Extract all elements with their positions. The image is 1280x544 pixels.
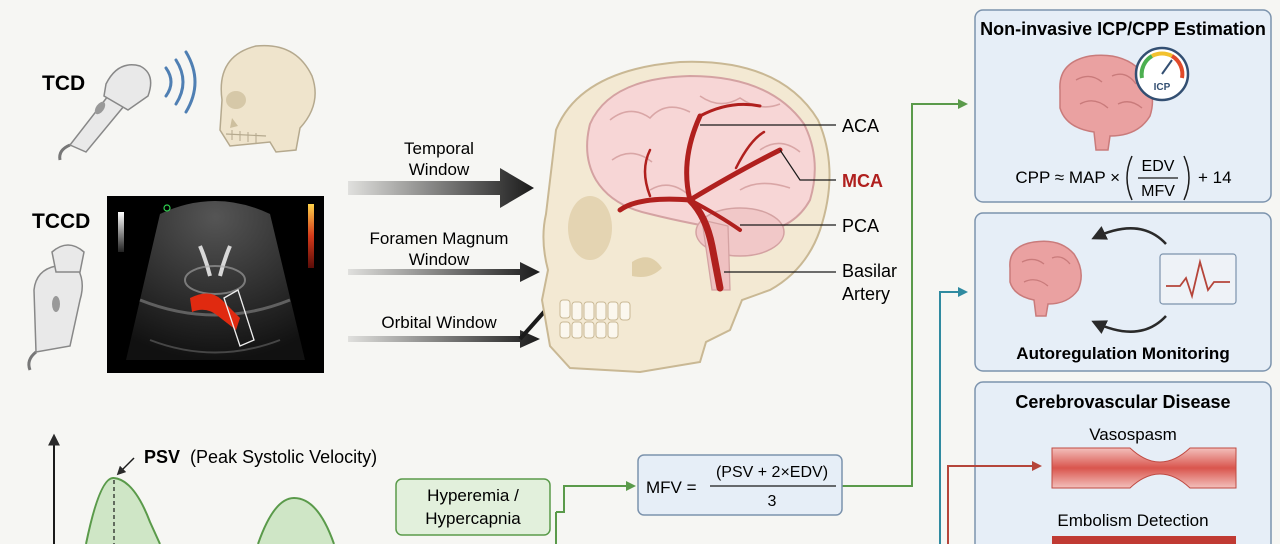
tcd-section: TCD bbox=[42, 44, 316, 161]
foramen-window-label-2: Window bbox=[409, 250, 470, 269]
icp-panel-title: Non-invasive ICP/CPP Estimation bbox=[980, 19, 1266, 39]
cpp-formula-right: + 14 bbox=[1198, 168, 1232, 187]
connectors bbox=[555, 99, 1042, 544]
panel-cerebrovascular: Cerebrovascular Disease Vasospasm Emboli… bbox=[974, 381, 1272, 544]
aca-path bbox=[684, 113, 703, 203]
autoregulation-panel-title: Autoregulation Monitoring bbox=[1016, 344, 1229, 363]
mfv-formula-numerator: (PSV + 2×EDV) bbox=[716, 464, 828, 481]
tccd-ultrasound-image bbox=[107, 196, 324, 373]
red-connector-to-vasospasm bbox=[947, 461, 1042, 544]
embolism-label: Embolism Detection bbox=[1057, 511, 1208, 530]
embolism-vessel bbox=[1052, 536, 1236, 544]
vasospasm-label: Vasospasm bbox=[1089, 425, 1177, 444]
psv-label: PSV (Peak Systolic Velocity) bbox=[144, 447, 377, 467]
temporal-window-label-1: Temporal bbox=[404, 139, 474, 158]
cycle-arrow-bottom bbox=[1091, 315, 1167, 334]
orbit-socket bbox=[568, 196, 612, 260]
basilar-label-2: Artery bbox=[842, 284, 890, 304]
cerebrovascular-panel-title: Cerebrovascular Disease bbox=[1015, 392, 1230, 412]
mfv-formula-denominator: 3 bbox=[768, 493, 777, 510]
mfv-formula-box: MFV = (PSV + 2×EDV) 3 bbox=[637, 454, 843, 516]
cycle-arrow-top bbox=[1091, 226, 1167, 245]
tccd-probe-icon bbox=[27, 244, 85, 371]
mca-path bbox=[687, 147, 783, 203]
waveform-peak-2 bbox=[257, 496, 335, 544]
psv-pointer-arrow bbox=[116, 457, 135, 476]
pca-label: PCA bbox=[842, 216, 879, 236]
cpp-formula-denominator: MFV bbox=[1141, 183, 1175, 200]
cpp-formula-left: CPP ≈ MAP × bbox=[1015, 168, 1120, 187]
vasospasm-vessel bbox=[1051, 447, 1237, 489]
icp-gauge-label: ICP bbox=[1154, 82, 1171, 93]
teal-connector-to-autoregulation bbox=[939, 287, 968, 544]
psv-abbr: PSV bbox=[144, 447, 180, 467]
green-connector-hyperemia-to-mfv bbox=[556, 481, 636, 513]
basilar-label-1: Basilar bbox=[842, 261, 897, 281]
mfv-formula-left: MFV = bbox=[646, 478, 697, 497]
psv-full: (Peak Systolic Velocity) bbox=[190, 447, 377, 467]
head-illustration: ACA MCA PCA Basilar Artery bbox=[540, 60, 897, 374]
brain-icon bbox=[1009, 240, 1082, 317]
hyperemia-label-1: Hyperemia / bbox=[427, 486, 519, 505]
teeth bbox=[559, 299, 631, 339]
mca-label: MCA bbox=[842, 171, 883, 191]
waveform-peak-1 bbox=[85, 477, 161, 544]
leader-lines bbox=[700, 124, 836, 273]
doppler-waveform: PSV (Peak Systolic Velocity) bbox=[48, 433, 377, 544]
cpp-formula-numerator: EDV bbox=[1142, 158, 1175, 175]
temporal-window-label-2: Window bbox=[409, 160, 470, 179]
tcd-probe-icon bbox=[58, 64, 152, 161]
green-connector-to-icp bbox=[842, 99, 968, 487]
tccd-section: TCCD bbox=[27, 196, 324, 373]
skull-icon bbox=[219, 44, 316, 153]
panel-autoregulation: Autoregulation Monitoring bbox=[974, 212, 1272, 372]
temporal-window-arrow bbox=[348, 168, 534, 208]
hyperemia-box: Hyperemia / Hypercapnia bbox=[395, 478, 551, 536]
foramen-window-arrow bbox=[348, 262, 540, 282]
brain-icon bbox=[1059, 54, 1154, 151]
pca-path bbox=[688, 198, 742, 232]
cerebral-arteries bbox=[617, 102, 783, 292]
brain-gyri bbox=[609, 95, 801, 197]
foramen-window-label-1: Foramen Magnum bbox=[370, 229, 509, 248]
hyperemia-label-2: Hypercapnia bbox=[425, 509, 521, 528]
icp-gauge-icon: ICP bbox=[1134, 46, 1190, 102]
cpp-formula: CPP ≈ MAP × EDV MFV + 14 bbox=[1015, 155, 1232, 201]
orbital-window-label: Orbital Window bbox=[381, 313, 497, 332]
tcd-label: TCD bbox=[42, 72, 85, 95]
ultrasound-waves-icon bbox=[164, 50, 197, 114]
monitor-waveform-icon bbox=[1159, 253, 1237, 305]
aca-label: ACA bbox=[842, 116, 879, 136]
panel-icp: Non-invasive ICP/CPP Estimation ICP CPP … bbox=[974, 9, 1272, 203]
tccd-label: TCCD bbox=[32, 210, 90, 233]
